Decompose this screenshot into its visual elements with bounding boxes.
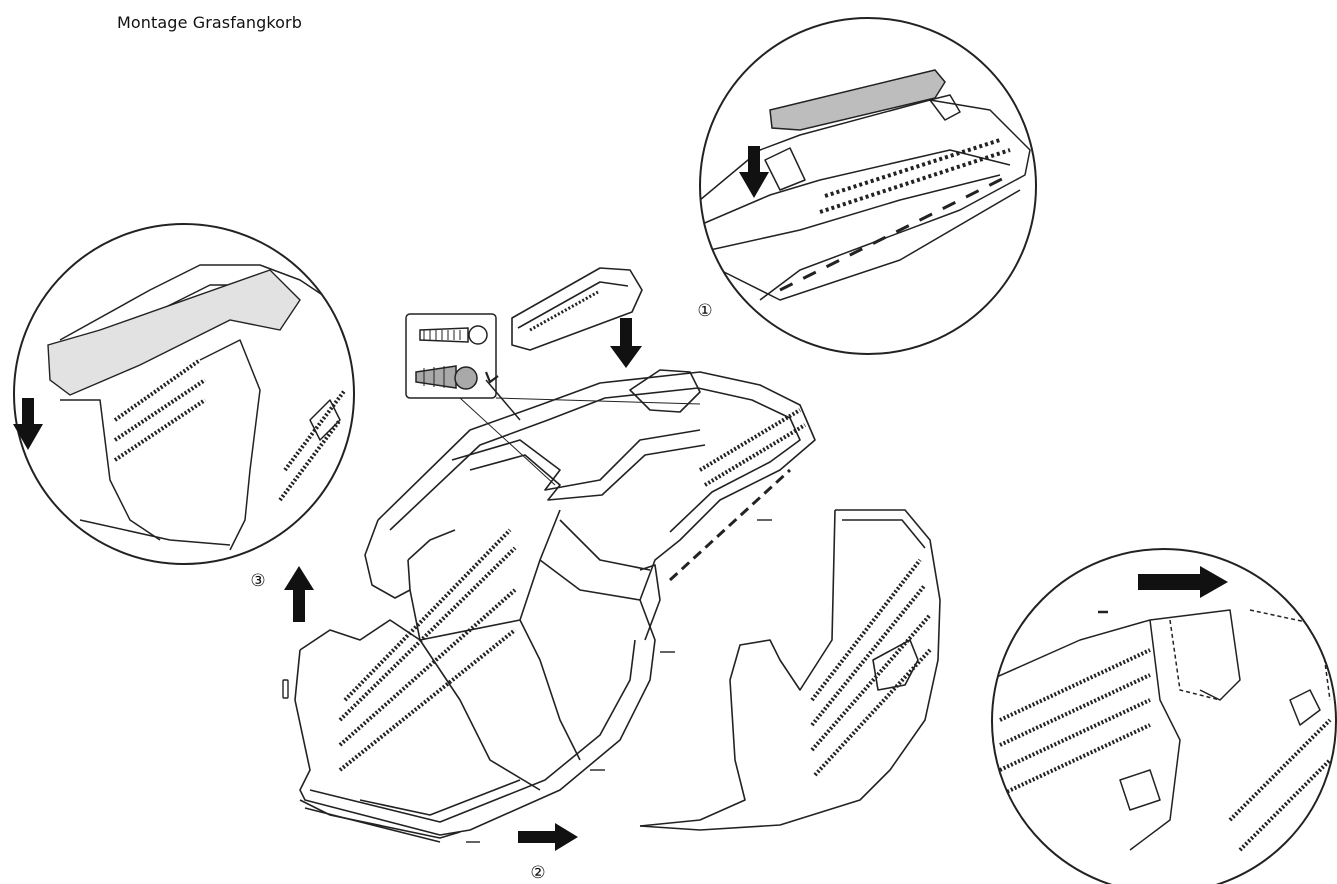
arrow-down-detail: [739, 146, 769, 198]
detail-circle-handle: [699, 17, 1037, 355]
arrow-right-detail: [1138, 566, 1228, 598]
screw-top-icon: [419, 325, 488, 345]
arrow-down-handle: [610, 318, 642, 368]
detail-circle-upright: [13, 223, 355, 565]
step-2-label: ②: [530, 863, 546, 883]
rear-panel: [639, 509, 941, 831]
arrow-right-step2: [518, 823, 578, 851]
upright-grey-piece: [47, 269, 301, 396]
detail-circle-panel: [991, 548, 1337, 884]
arrow-up-step3: [284, 566, 314, 622]
screw-bottom-icon: [415, 365, 478, 390]
arrow-down-detail-left: [13, 398, 43, 450]
arrows: [284, 318, 642, 851]
step-1-label: ①: [697, 301, 713, 321]
screw-markers: [282, 519, 772, 843]
handle-part: [511, 267, 643, 351]
screw-detail-box: [405, 313, 701, 486]
main-basket: [294, 369, 816, 843]
step-3-label: ③: [250, 571, 266, 591]
handle-grey-piece: [769, 69, 946, 131]
page-title: Montage Grasfangkorb: [117, 13, 302, 32]
